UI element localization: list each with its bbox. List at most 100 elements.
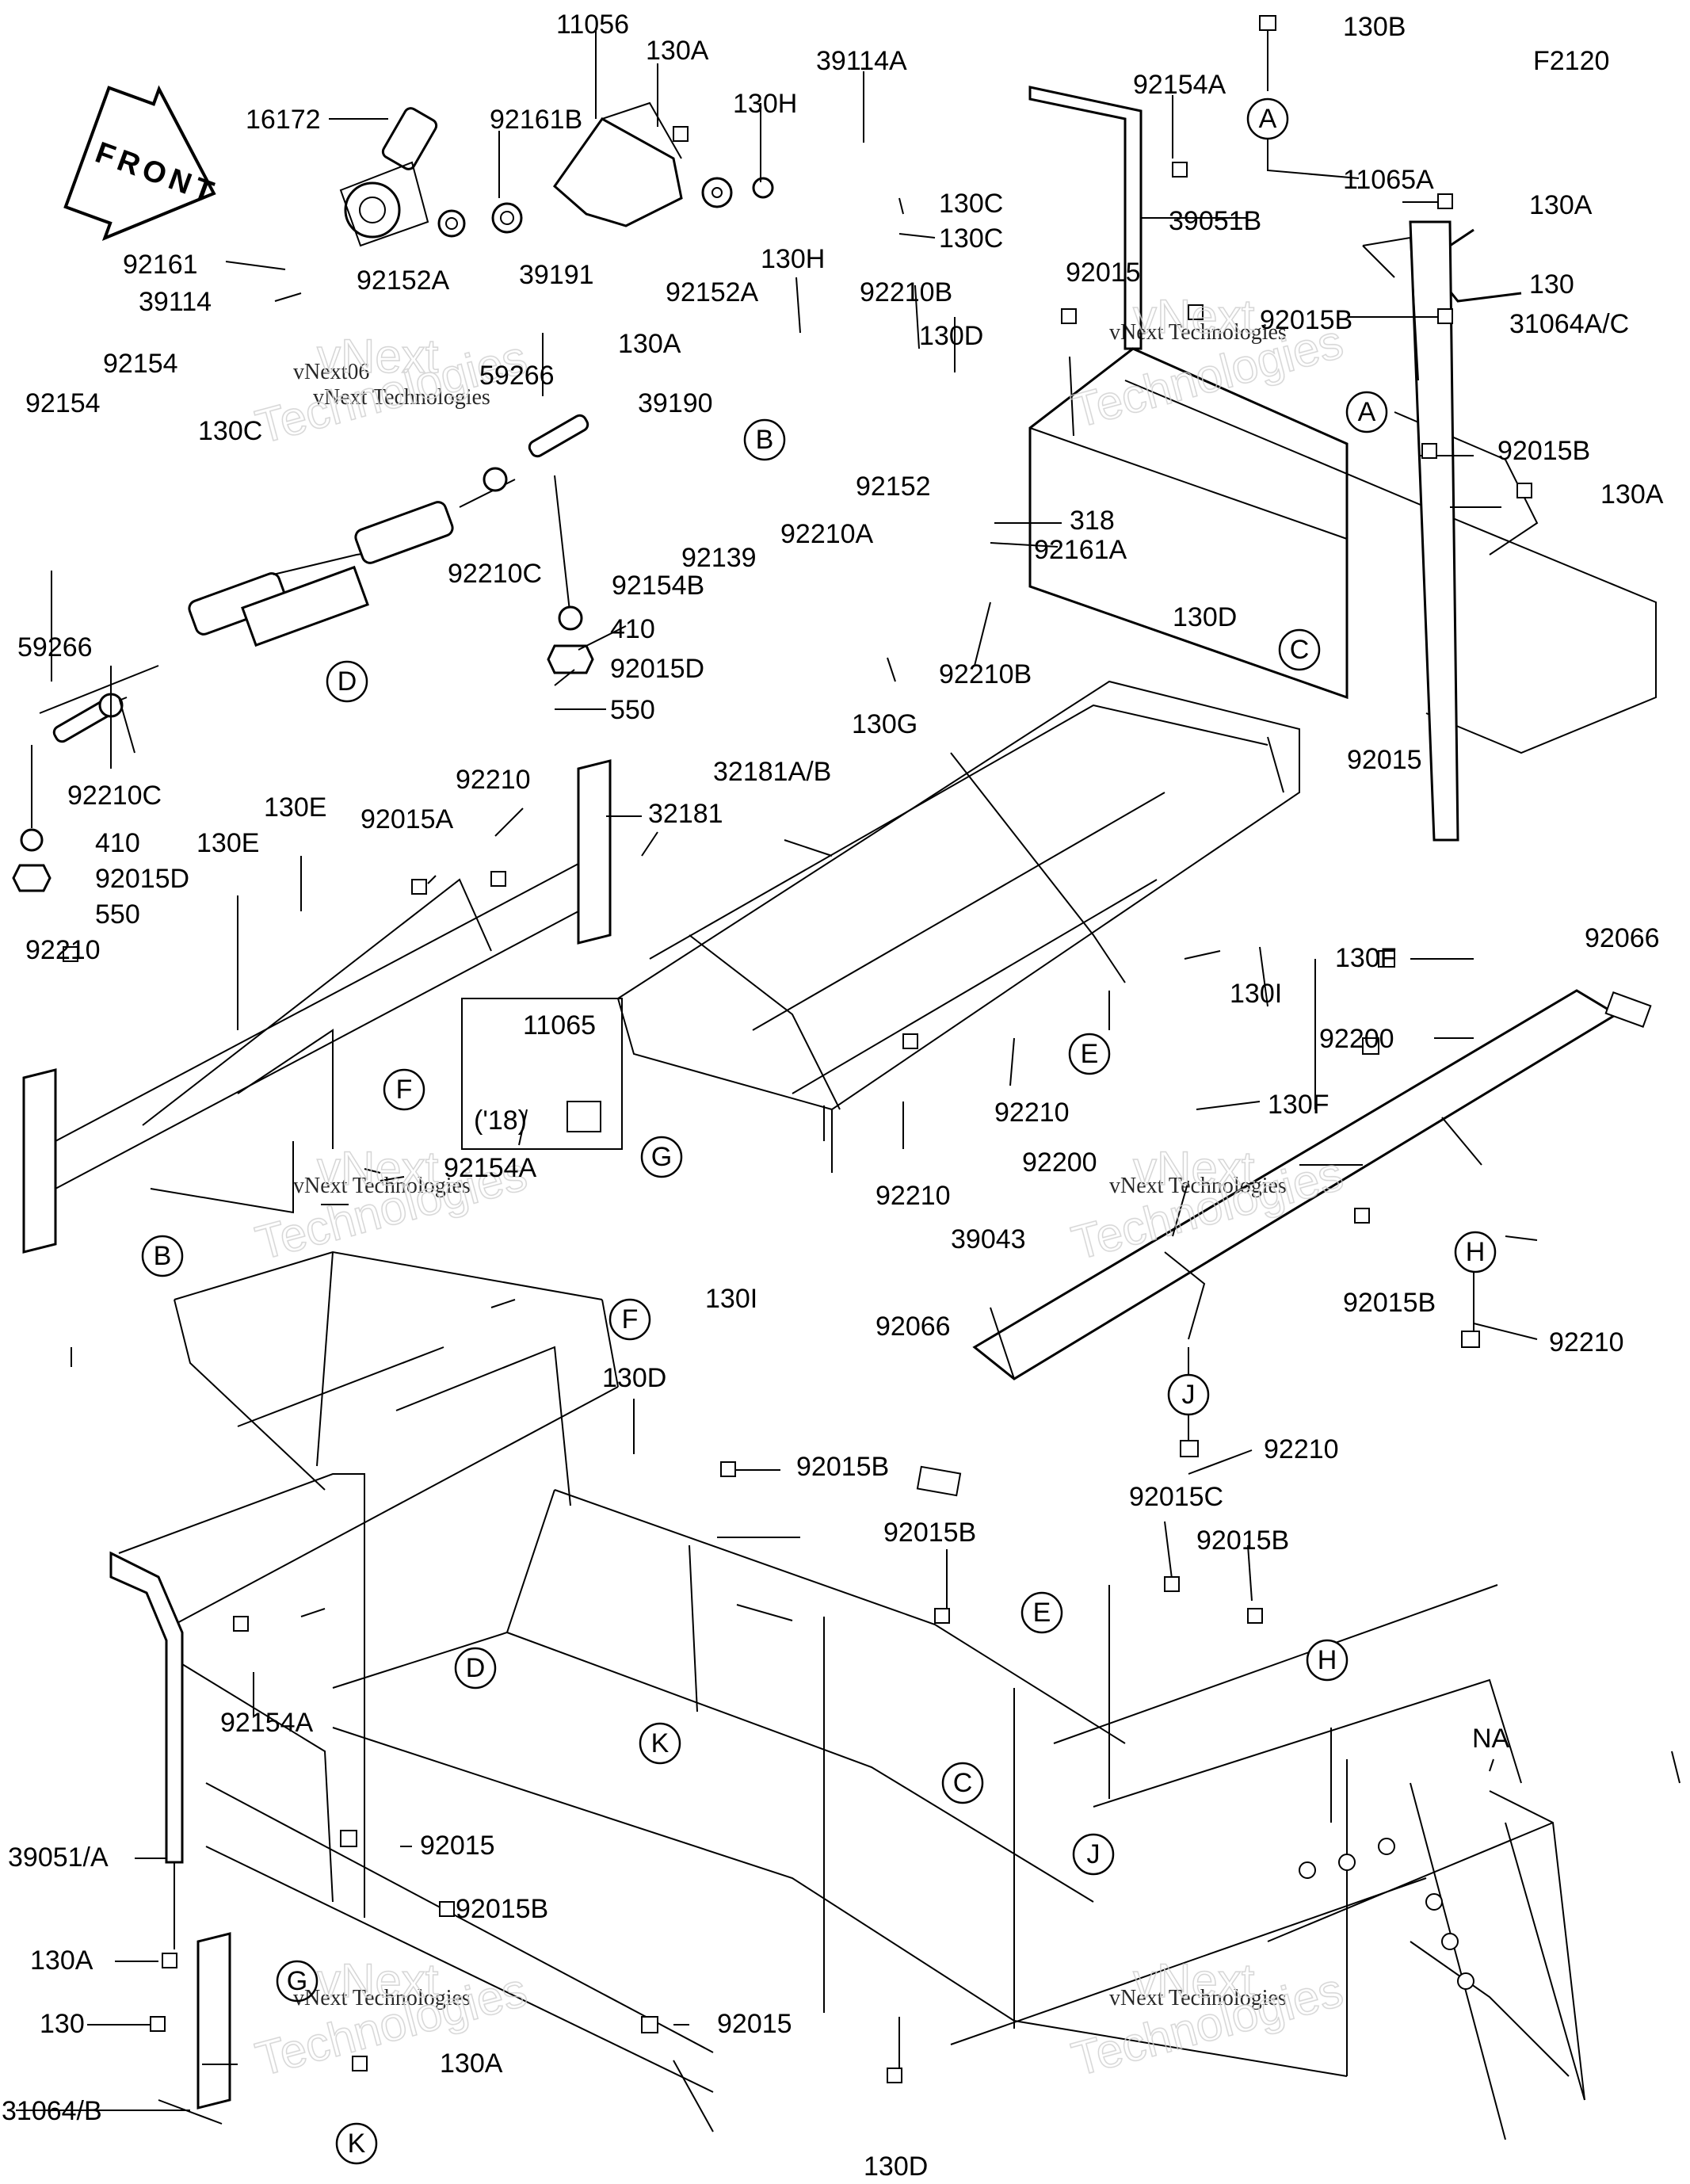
callout-39190: 39190 [638,388,713,418]
callout-92154a: 92154A [220,1708,314,1738]
callout-18: ('18) [474,1105,527,1136]
ref-circle-g: G [276,1960,319,2003]
callout-92210b: 92210B [939,659,1032,689]
main-frame [118,1386,1585,2140]
svg-text:vNext: vNext [1133,1142,1255,1195]
svg-text:K: K [651,1728,670,1758]
callout-550: 550 [95,899,140,930]
svg-text:vNext Technologies: vNext Technologies [1109,320,1287,345]
callout-11065: 11065 [523,1010,596,1040]
ref-circle-f: F [383,1068,425,1111]
callout-92015b: 92015B [1260,305,1352,335]
ref-circle-c: C [941,1762,984,1804]
callout-92152: 92152 [856,472,931,502]
ref-circle-h: H [1454,1231,1497,1273]
callout-39114a: 39114A [816,46,907,76]
callout-130a: 130A [618,329,681,359]
ref-circle-d: D [454,1647,497,1690]
callout-59266: 59266 [17,632,93,662]
svg-text:H: H [1466,1237,1486,1267]
callout-92152a: 92152A [666,277,759,307]
ref-circle-k: K [335,2122,378,2165]
svg-text:vNext Technologies: vNext Technologies [1109,1986,1287,2010]
callout-32181ab: 32181A/B [713,757,831,787]
callout-130b: 130B [1343,12,1406,42]
ref-circle-a: A [1345,391,1388,433]
svg-text:G: G [287,1966,307,1996]
callout-16172: 16172 [246,105,321,135]
callout-31064ac: 31064A/C [1509,309,1629,339]
callout-92015: 92015 [420,1831,495,1861]
ref-circle-a: A [1246,97,1289,140]
callout-92154: 92154 [25,388,101,418]
callout-92015b: 92015B [456,1894,548,1924]
callout-11065a: 11065A [1343,165,1434,195]
svg-text:vNext: vNext [1133,1954,1255,2007]
cargo-rack-frame [616,680,1300,1173]
callout-92210: 92210 [994,1098,1070,1128]
callout-92015b: 92015B [883,1518,976,1548]
svg-text:K: K [348,2129,366,2159]
svg-text:vNext: vNext [1133,290,1255,343]
inset-11065 [461,998,623,1150]
steering-motor [339,107,438,247]
part-callouts: 11056 130A 130H 39114A 130B 92154A 16172… [2,10,1664,2182]
front-bumper [22,759,612,1254]
callout-92161: 92161 [123,250,198,280]
ref-circle-f: F [608,1298,651,1341]
svg-text:C: C [953,1768,973,1798]
callout-92015b: 92015B [1343,1288,1436,1318]
callout-130a: 130A [1529,190,1593,220]
callout-130a: 130A [646,36,709,66]
callout-31064b: 31064/B [2,2096,102,2126]
callout-130f: 130F [1268,1090,1329,1120]
callout-92154b: 92154B [612,571,704,601]
callout-92210b: 92210B [860,277,952,307]
callout-na: NA [1472,1724,1510,1754]
callout-92015c: 92015C [1129,1482,1223,1512]
callout-130c: 130C [939,189,1003,219]
svg-text:F: F [396,1075,413,1105]
callout-39114: 39114 [139,287,212,317]
callout-130d: 130D [602,1363,666,1393]
callout-92015d: 92015D [610,654,704,684]
callout-130d: 130D [919,321,983,351]
callout-92015a: 92015A [361,804,454,834]
svg-text:E: E [1033,1598,1051,1628]
callout-410: 410 [610,614,655,644]
svg-text:vNext Technologies: vNext Technologies [293,1174,471,1198]
callout-92210a: 92210A [780,519,874,549]
callout-92161b: 92161B [490,105,582,135]
svg-text:D: D [466,1653,486,1683]
callout-130a: 130A [30,1945,93,1976]
callout-92210: 92210 [456,765,531,795]
callout-92200: 92200 [1022,1147,1097,1178]
svg-text:F: F [622,1304,639,1334]
front-arrow-icon: FRONT [63,85,222,241]
svg-text:D: D [338,666,357,697]
callout-92015d: 92015D [95,864,189,894]
ref-circle-b: B [743,418,786,461]
callout-92210: 92210 [876,1181,951,1211]
callout-39051a: 39051/A [8,1842,109,1873]
svg-text:vNext Technologies: vNext Technologies [313,385,490,410]
callout-130c: 130C [198,416,262,446]
cross-member-39043 [916,989,1652,1497]
bracket-31064AC [1362,236,1419,381]
ref-circle-k: K [639,1722,681,1765]
svg-text:vNext: vNext [317,1954,439,2007]
svg-text:H: H [1318,1645,1337,1675]
callout-92015: 92015 [717,2009,792,2039]
callout-130h: 130H [761,244,825,274]
ref-circle-c: C [1278,628,1321,671]
svg-text:G: G [651,1142,672,1172]
svg-text:vNext Technologies: vNext Technologies [293,1986,471,2010]
svg-text:A: A [1259,104,1277,134]
callout-318: 318 [1070,506,1115,536]
callout-130: 130 [1529,269,1574,300]
svg-text:vNext: vNext [317,1142,439,1195]
svg-text:vNext: vNext [317,330,439,383]
ref-circle-j: J [1167,1373,1210,1416]
callout-92210: 92210 [25,935,101,965]
leader-lines [16,28,1680,2111]
